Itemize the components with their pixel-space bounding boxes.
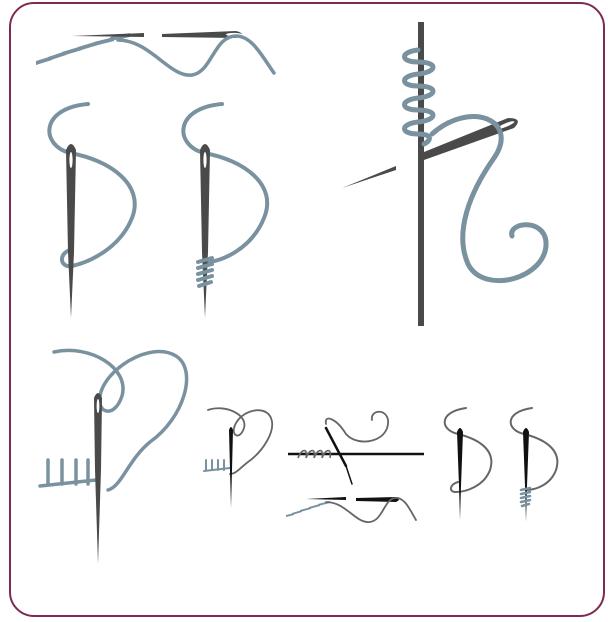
illustration-frame xyxy=(0,0,608,622)
embroidery-stitches-diagram xyxy=(0,0,608,622)
